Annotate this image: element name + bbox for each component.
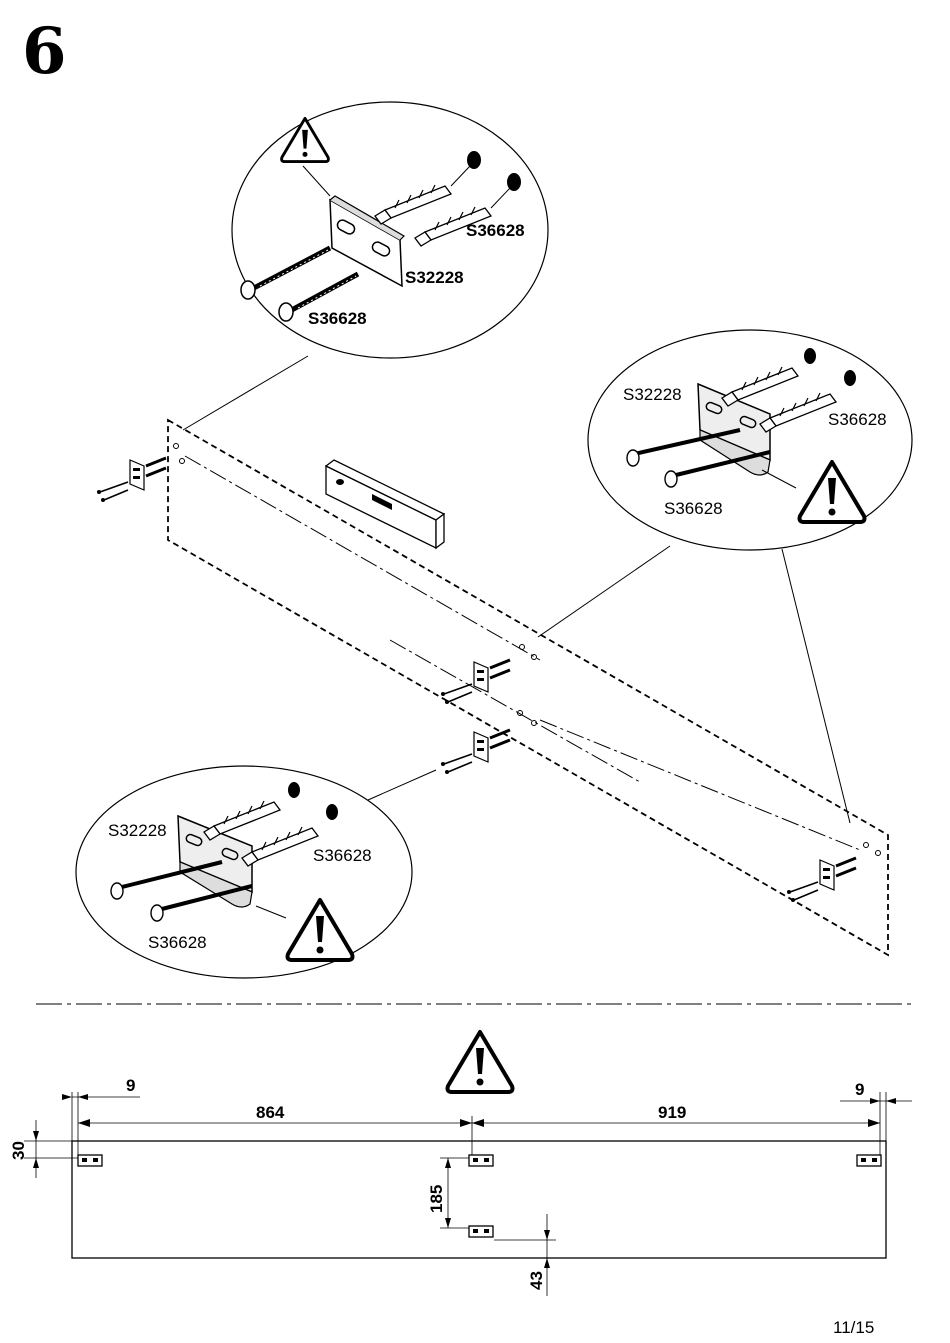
part-label: S32228	[405, 268, 464, 287]
step-number: 6	[22, 14, 67, 89]
wall-bracket-icon	[785, 856, 858, 904]
wall-bracket-icon	[439, 658, 512, 706]
screw-icon	[626, 428, 771, 488]
dimension-label: 9	[855, 1080, 864, 1099]
part-label: S36628	[148, 933, 207, 952]
part-label: S32228	[108, 821, 167, 840]
part-label: S36628	[466, 221, 525, 240]
callout-top: S36628 S32228 S36628	[182, 101, 549, 431]
part-label: S36628	[664, 499, 723, 518]
dimension-drawing: 9 864 919 9 30 185 43	[9, 1076, 912, 1296]
warning-icon	[445, 1030, 515, 1094]
screw-icon	[110, 860, 253, 922]
wall-bracket-icon	[95, 456, 168, 504]
panel-front-view	[71, 1140, 887, 1259]
dimension-label: 919	[658, 1103, 686, 1122]
wall-bracket-icon	[77, 1154, 882, 1238]
callout-right: S32228 S36628 S36628	[537, 329, 913, 824]
part-label: S36628	[308, 309, 367, 328]
dimension-label: 864	[256, 1103, 285, 1122]
spirit-level-icon	[324, 459, 446, 550]
screw-icon	[240, 245, 360, 322]
dimension-label: 43	[527, 1271, 546, 1290]
dimension-label: 30	[9, 1141, 28, 1160]
wall-bracket-icon	[697, 382, 771, 476]
part-label: S36628	[828, 410, 887, 429]
wall-bracket-icon	[439, 728, 512, 776]
dimension-label: 185	[427, 1185, 446, 1213]
part-label: S36628	[313, 846, 372, 865]
wall-bracket-icon	[329, 195, 405, 288]
part-label: S32228	[623, 385, 682, 404]
panel-outline	[167, 418, 889, 957]
wall-bracket-icon	[177, 814, 253, 908]
callout-left: S32228 S36628 S36628	[75, 765, 437, 979]
page-number: 11/15	[833, 1318, 875, 1337]
dimension-label: 9	[126, 1076, 135, 1095]
